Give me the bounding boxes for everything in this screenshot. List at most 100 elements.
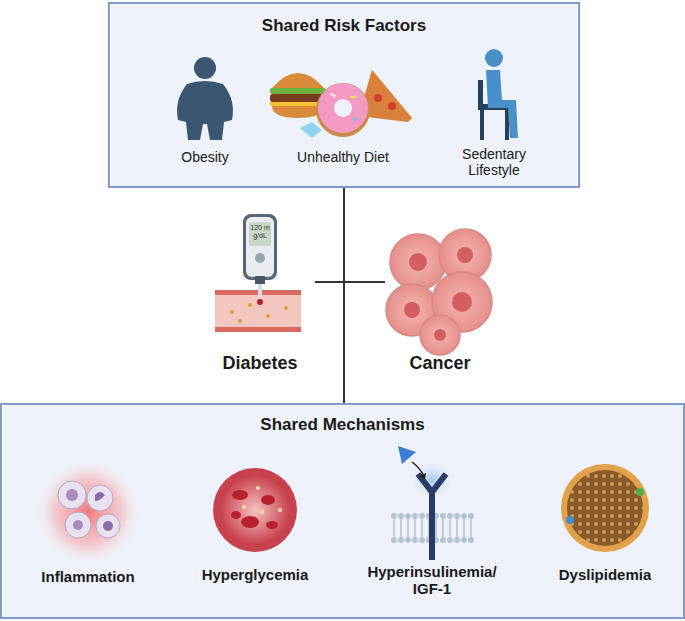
- icon-part: [412, 462, 424, 476]
- icon-part: [408, 518, 409, 538]
- icon-part: [454, 513, 460, 519]
- risk-factor-label: Unhealthy Diet: [283, 149, 403, 165]
- icon-part: [300, 122, 322, 138]
- icon-part: [242, 486, 282, 514]
- icon-part: [450, 518, 451, 538]
- sedentary-icon: [478, 49, 518, 140]
- icon-part: [398, 513, 404, 519]
- icon-part: [406, 458, 458, 502]
- icon-part: [447, 537, 453, 543]
- mechanism-label: Hyperinsulinemia/ IGF-1: [357, 563, 507, 598]
- icon-part: [398, 446, 416, 464]
- icon-part: [255, 253, 265, 263]
- icon-part: [391, 513, 397, 519]
- icon-part: [419, 513, 425, 519]
- icon-part: [404, 247, 473, 341]
- receptor-icon: [391, 446, 474, 560]
- icon-part: [485, 49, 503, 67]
- icon-part: [415, 518, 416, 538]
- icon-part: [103, 521, 113, 531]
- risk-factor-label: Obesity: [160, 149, 250, 165]
- icon-part: [405, 513, 411, 519]
- obesity-icon: [177, 57, 233, 140]
- icon-part: [73, 520, 83, 530]
- icon-part: [418, 474, 446, 492]
- icon-part: [278, 508, 282, 512]
- icon-part: [404, 302, 420, 318]
- lipoprotein-icon: [561, 464, 649, 552]
- icon-part: [412, 513, 418, 519]
- icon-part: [394, 518, 395, 538]
- icon-part: [266, 314, 270, 318]
- icon-part: [461, 513, 467, 519]
- icon-part: [260, 510, 264, 514]
- icon-part: [454, 537, 460, 543]
- mechanism-label: Hyperglycemia: [185, 566, 325, 583]
- icon-part: [272, 73, 324, 88]
- icon-part: [434, 329, 446, 341]
- disease-node: Diabetes: [205, 222, 315, 374]
- icon-part: [249, 222, 271, 246]
- icon-part: [284, 306, 288, 310]
- icon-part: [468, 537, 474, 543]
- icon-part: [636, 488, 644, 496]
- icon-part: [232, 490, 248, 500]
- icon-part: [436, 518, 437, 538]
- icon-part: [374, 94, 382, 102]
- node-label: Cancer: [409, 353, 470, 374]
- icon-part: [505, 110, 509, 140]
- icon-part: [255, 276, 265, 284]
- icon-part: [409, 253, 427, 271]
- meter-reading: 120 mg/dL: [249, 224, 271, 240]
- icon-part: [401, 518, 402, 538]
- icon-part: [65, 512, 91, 538]
- icon-part: [471, 518, 472, 538]
- icon-part: [405, 537, 411, 543]
- icon-part: [194, 57, 216, 79]
- panel-title: Shared Mechanisms: [2, 415, 683, 435]
- panel-ground: [111, 3, 577, 187]
- icon-part: [270, 88, 326, 94]
- icon-part: [419, 537, 425, 543]
- icon-part: [443, 518, 444, 538]
- icon-part: [96, 514, 120, 538]
- icon-part: [213, 468, 297, 552]
- mechanism-label: Dyslipidemia: [540, 566, 670, 583]
- icon-part: [561, 464, 649, 552]
- icon-part: [242, 505, 246, 509]
- icon-part: [352, 117, 358, 122]
- panel-ground: [3, 404, 682, 618]
- icon-part: [350, 96, 356, 98]
- icon-part: [468, 513, 474, 519]
- icon-part: [447, 513, 453, 519]
- risk-factor-label: Sedentary Lifestyle: [449, 146, 539, 178]
- inflammation-icon: [33, 457, 143, 567]
- icon-part: [248, 303, 252, 307]
- icon-part: [398, 537, 404, 543]
- icon-part: [230, 310, 234, 314]
- icon-part: [440, 537, 446, 543]
- cancer-cells-icon: [386, 229, 492, 355]
- icon-part: [33, 457, 143, 567]
- icon-part: [215, 327, 301, 332]
- icon-part: [412, 537, 418, 543]
- icon-part: [330, 93, 336, 98]
- icon-part: [567, 470, 643, 546]
- icon-part: [420, 315, 460, 355]
- icon-part: [334, 99, 352, 117]
- hyperglycemia-icon: [213, 468, 297, 552]
- icon-part: [231, 490, 278, 529]
- panel-title: Shared Risk Factors: [110, 16, 578, 36]
- icon-part: [391, 537, 397, 543]
- icon-part: [457, 518, 458, 538]
- icon-part: [420, 473, 426, 479]
- icon-part: [452, 292, 472, 312]
- icon-part: [478, 80, 483, 110]
- icon-part: [429, 492, 435, 560]
- icon-part: [243, 214, 277, 280]
- icon-part: [422, 518, 423, 538]
- glucometer-icon: [215, 214, 301, 332]
